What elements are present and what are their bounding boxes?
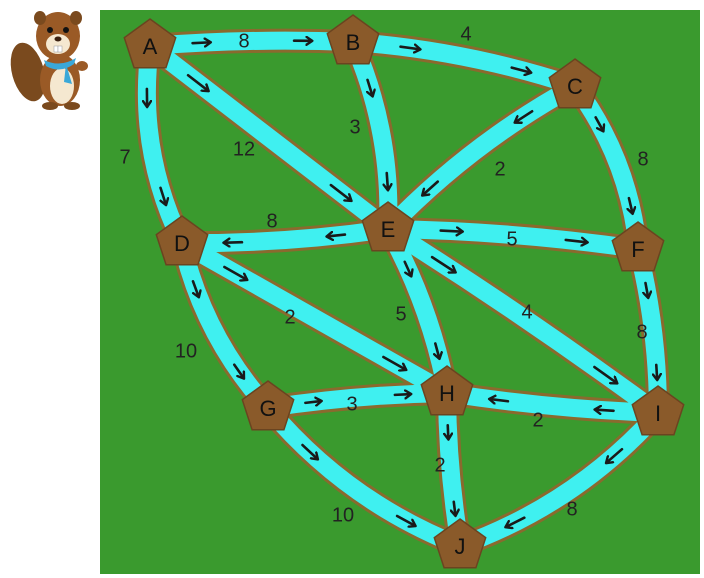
edge-weight-e-f: 5 bbox=[506, 228, 517, 250]
flow-arrow-icon bbox=[597, 410, 614, 411]
node-label: J bbox=[455, 534, 466, 559]
flow-arrow-icon bbox=[448, 425, 449, 437]
edge-weight-e-d: 8 bbox=[266, 210, 277, 232]
flow-arrow-icon bbox=[454, 502, 456, 514]
flow-arrow-icon bbox=[193, 42, 209, 43]
flow-arrow-icon bbox=[441, 231, 461, 232]
edge-weight-d-g: 10 bbox=[175, 340, 197, 362]
node-label: B bbox=[346, 30, 361, 55]
edge-weight-c-e: 2 bbox=[494, 158, 505, 180]
edge-weight-a-b: 8 bbox=[238, 30, 249, 52]
node-label: A bbox=[143, 34, 158, 59]
node-label: E bbox=[381, 217, 396, 242]
edge-weight-a-e: 12 bbox=[233, 138, 255, 160]
node-label: H bbox=[439, 381, 455, 406]
node-label: F bbox=[631, 237, 644, 262]
flow-arrow-icon bbox=[656, 365, 657, 378]
flow-arrow-icon bbox=[387, 173, 388, 188]
edge-weight-e-i: 4 bbox=[521, 301, 532, 323]
flow-arrow-icon bbox=[395, 394, 409, 395]
edge-weight-g-h: 3 bbox=[346, 393, 357, 415]
edge-weight-i-h: 2 bbox=[532, 409, 543, 431]
edge-weight-i-j: 8 bbox=[566, 498, 577, 520]
edge-weight-e-h: 5 bbox=[395, 303, 406, 325]
edge-weight-b-c: 4 bbox=[460, 23, 471, 45]
edge-weight-b-e: 3 bbox=[349, 116, 360, 138]
edge-weight-c-f: 8 bbox=[637, 148, 648, 170]
node-label: G bbox=[259, 396, 276, 421]
edge-weight-g-j: 10 bbox=[332, 504, 354, 526]
flow-arrow-icon bbox=[305, 401, 319, 403]
edge-weight-h-j: 2 bbox=[434, 454, 445, 476]
node-label: C bbox=[567, 74, 583, 99]
river-a-b bbox=[150, 41, 353, 46]
node-label: D bbox=[174, 231, 190, 256]
flow-arrow-icon bbox=[328, 235, 344, 237]
node-label: I bbox=[655, 401, 661, 426]
edge-weight-a-d: 7 bbox=[119, 146, 130, 168]
edge-weight-d-h: 2 bbox=[284, 306, 295, 328]
edge-weight-f-i: 8 bbox=[636, 321, 647, 343]
beaver-mascot-icon bbox=[0, 0, 100, 112]
